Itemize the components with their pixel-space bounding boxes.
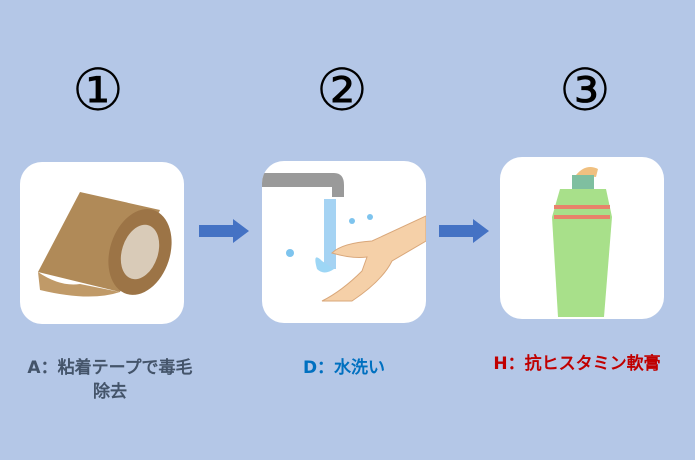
tape-roll-icon [38, 192, 172, 297]
step-label-1: A：粘着テープで毒毛 除去 [0, 356, 220, 404]
step-card-wash [262, 161, 426, 323]
step-card-ointment [500, 157, 664, 319]
hand-washing-icon [262, 173, 426, 302]
step-label-3: H：抗ヒスタミン軟膏 [493, 354, 661, 374]
ointment-tube-icon [552, 167, 612, 317]
step-number-3: ③ [559, 56, 611, 124]
step-card-tape [20, 162, 184, 324]
step-label-2: D：水洗い [302, 358, 386, 378]
step-label-1-line1: A：粘着テープで毒毛 [27, 358, 193, 378]
step-label-1-line2: 除去 [93, 382, 127, 402]
step-number-2: ② [316, 56, 368, 124]
step-number-1: ① [72, 56, 124, 124]
arrow-right-icon [199, 219, 249, 243]
arrow-right-icon [439, 219, 489, 243]
